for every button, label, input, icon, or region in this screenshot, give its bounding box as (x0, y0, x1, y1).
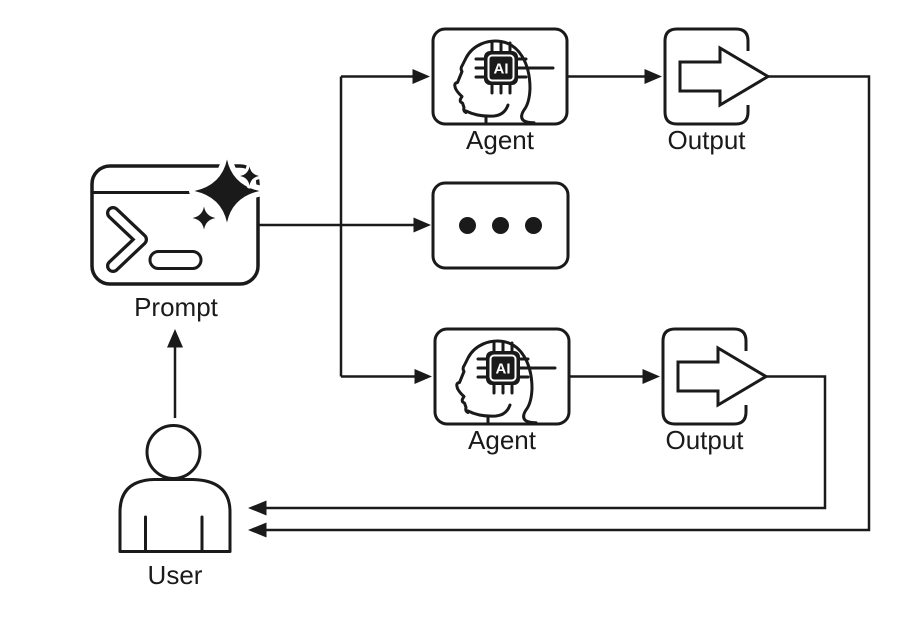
ellipsis-node (431, 181, 570, 270)
output-bottom-label: Output (665, 425, 744, 455)
prompt-label: Prompt (134, 292, 219, 322)
export-arrow-icon (661, 327, 768, 426)
ellipsis-icon (459, 217, 542, 234)
output-top-label: Output (667, 125, 746, 155)
edge-agent-bottom-to-output (569, 369, 660, 384)
export-arrow-icon (663, 27, 770, 126)
edge-prompt-fanout (258, 69, 432, 384)
terminal-sparkle-icon (90, 154, 265, 286)
edge-output-bottom-to-user (248, 375, 827, 516)
edge-output-top-to-user (248, 75, 871, 538)
user-node: User (118, 424, 232, 590)
agent-top-node: AI Agent (431, 27, 569, 155)
agent-bottom-node: AI Agent (433, 327, 571, 455)
prompt-node: Prompt (90, 154, 265, 322)
sparkle-icon (189, 154, 265, 233)
edge-agent-top-to-output (567, 69, 662, 84)
edge-user-to-prompt (167, 329, 183, 418)
user-label: User (148, 560, 203, 590)
output-top-node: Output (663, 27, 770, 155)
output-bottom-node: Output (661, 327, 768, 455)
ai-chip-label: AI (494, 61, 509, 78)
person-icon (118, 424, 232, 553)
connectors (167, 69, 871, 538)
ai-chip-label: AI (496, 361, 511, 378)
agent-bottom-label: Agent (468, 425, 537, 455)
agent-top-label: Agent (466, 125, 535, 155)
